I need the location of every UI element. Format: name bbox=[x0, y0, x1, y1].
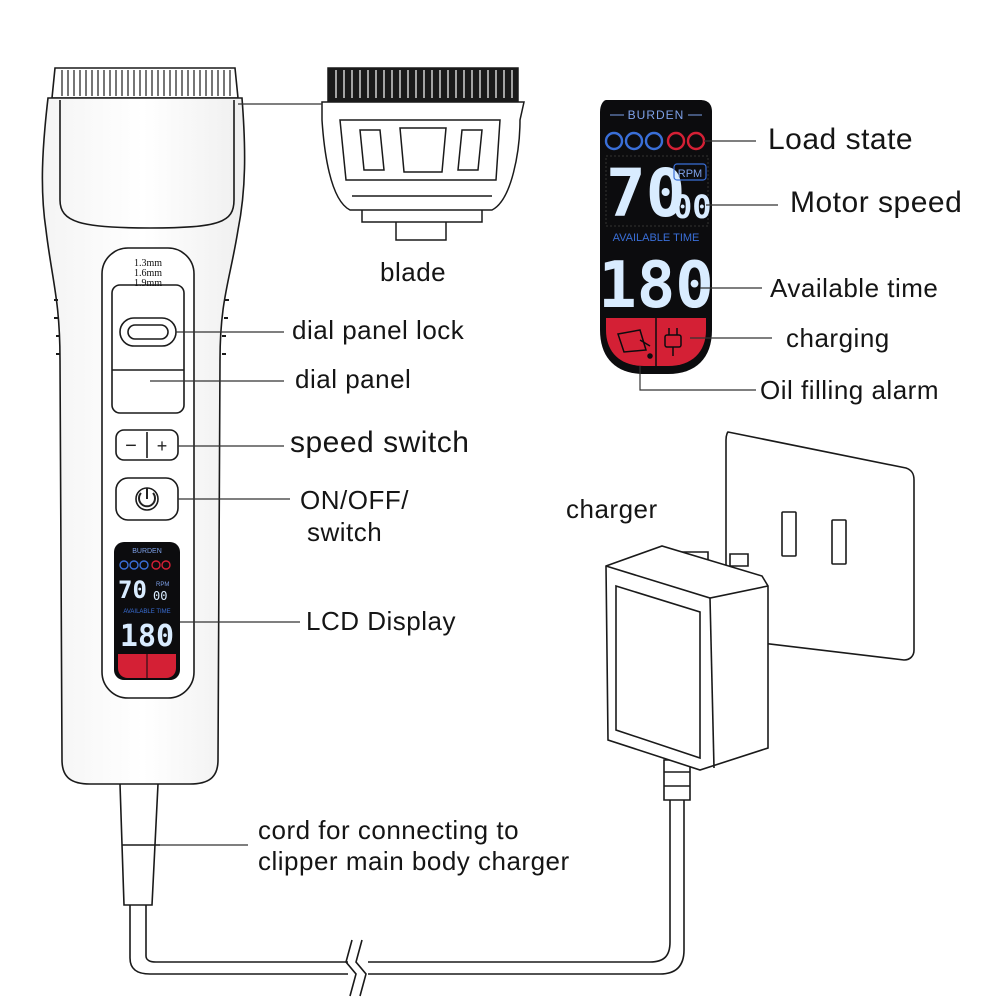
load-state-label: Load state bbox=[768, 123, 914, 156]
leader-lines bbox=[150, 103, 778, 846]
cord-label-line1: cord for connecting to bbox=[258, 815, 520, 845]
load-indicator-1 bbox=[604, 131, 624, 151]
minus-icon[interactable]: − bbox=[125, 435, 137, 457]
available-time-label-text: Available time bbox=[770, 273, 939, 303]
charger-illustration bbox=[605, 545, 769, 771]
lcd-display-label: LCD Display bbox=[306, 606, 456, 636]
load-indicator-2 bbox=[624, 131, 644, 151]
available-time-value: 180 bbox=[598, 249, 714, 323]
small-load-indicator-2 bbox=[129, 560, 139, 570]
small-lcd-brand: BURDEN bbox=[132, 548, 162, 555]
dial-setting-1: 1.3mm bbox=[134, 258, 162, 269]
small-lcd: BURDEN 70 RPM 00 AVAILABLE TIME 180 bbox=[114, 542, 180, 680]
cord bbox=[129, 759, 691, 997]
motor-speed-label: Motor speed bbox=[790, 186, 963, 219]
small-rpm-unit: RPM bbox=[156, 582, 169, 588]
charging-label: charging bbox=[786, 323, 890, 353]
small-available-time-value: 180 bbox=[120, 619, 174, 654]
wall-outlet bbox=[725, 431, 915, 661]
available-time-label: AVAILABLE TIME bbox=[613, 232, 700, 244]
small-load-indicator-5 bbox=[161, 560, 171, 570]
dial-settings: 1.3mm 1.6mm 1.9mm bbox=[134, 258, 162, 289]
plug-icon bbox=[664, 328, 682, 356]
on-off-label-line2: switch bbox=[307, 517, 383, 547]
load-indicator-3 bbox=[644, 131, 664, 151]
oil-filling-alarm-label: Oil filling alarm bbox=[760, 375, 939, 405]
big-lcd-brand: BURDEN bbox=[628, 108, 685, 122]
dial-panel-lock-label: dial panel lock bbox=[292, 315, 465, 345]
cord-label-line2: clipper main body charger bbox=[258, 846, 570, 876]
speed-switch-label: speed switch bbox=[290, 426, 470, 459]
plus-icon[interactable]: + bbox=[157, 436, 168, 456]
charger-label: charger bbox=[566, 494, 658, 524]
small-speed-value: 70 bbox=[118, 576, 147, 604]
blade-label: blade bbox=[380, 257, 447, 287]
speed-value: 70 bbox=[606, 155, 685, 232]
blade-illustration bbox=[321, 67, 525, 241]
big-lcd: BURDEN 70 RPM 00 AVAILABLE TIME 180 bbox=[598, 100, 714, 374]
dial-setting-2: 1.6mm bbox=[134, 268, 162, 279]
dial-setting-3: 1.9mm bbox=[134, 278, 162, 289]
rpm-unit: RPM bbox=[678, 168, 702, 180]
small-load-indicator-4 bbox=[151, 560, 161, 570]
small-load-indicator-3 bbox=[139, 560, 149, 570]
small-load-indicators bbox=[119, 560, 171, 570]
small-available-time-label: AVAILABLE TIME bbox=[123, 609, 170, 615]
small-speed-small: 00 bbox=[153, 589, 167, 603]
load-indicator-4 bbox=[666, 131, 686, 151]
speed-small-digits: 00 bbox=[673, 188, 712, 226]
on-off-label-line1: ON/OFF/ bbox=[300, 485, 409, 515]
oil-can-icon bbox=[617, 329, 653, 359]
power-icon[interactable] bbox=[138, 488, 156, 508]
dial-panel-label: dial panel bbox=[295, 364, 412, 394]
clipper-body bbox=[41, 67, 246, 906]
small-load-indicator-1 bbox=[119, 560, 129, 570]
